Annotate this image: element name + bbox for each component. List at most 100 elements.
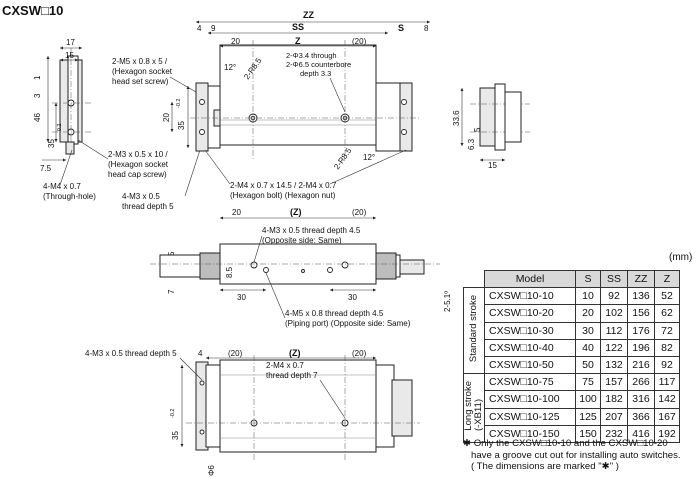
- dim-bot-p20: (20): [228, 349, 243, 358]
- dim-zz: ZZ: [303, 10, 314, 20]
- callout-m3-line2: (Hexagon socket: [108, 160, 169, 169]
- dim-46: 46: [33, 113, 42, 122]
- dim-35-tol: -0.2: [57, 124, 63, 133]
- dim-6-3: 6.3: [467, 138, 476, 150]
- top-right-bracket: [470, 83, 530, 151]
- cell-zz: 316: [627, 390, 655, 409]
- cell-ss: 122: [600, 338, 628, 357]
- cell-z: 52: [654, 287, 680, 306]
- table-header-row: Model S SS ZZ Z: [463, 269, 680, 289]
- cell-zz: 216: [627, 355, 655, 375]
- dim-1: 1: [33, 75, 42, 80]
- middle-view: 20 (Z) (20) 5 8.5 7 30 30 2-5.1º 4-M3 x …: [150, 207, 452, 328]
- cell-s: 50: [575, 355, 601, 375]
- dim-4: 4: [197, 24, 202, 33]
- dim-bot-4: 4: [198, 349, 203, 358]
- dim-33-6: 33.6: [452, 110, 461, 126]
- dim-7-5: 7.5: [40, 164, 52, 173]
- dim-20-v: 20: [162, 113, 171, 122]
- dim-35-main-tol: -0.2: [176, 99, 182, 108]
- cell-zz: 416: [627, 424, 655, 443]
- cell-ss: 157: [600, 373, 628, 392]
- dim-mid-p20: (20): [352, 208, 367, 217]
- callout-bot-m4-line2: thread depth 7: [266, 371, 318, 380]
- footnote: ✱ Only the CXSW□10-10 and the CXSW□10-20…: [463, 438, 699, 473]
- dim-bot-p20b: (20): [352, 349, 367, 358]
- table-header-ss: SS: [600, 269, 628, 289]
- cell-z: 192: [654, 424, 680, 443]
- dim-mid-20: 20: [232, 208, 241, 217]
- callout-mid-m5-line1: 4-M5 x 0.8 thread depth 4.5: [285, 309, 384, 318]
- cell-zz: 156: [627, 304, 655, 323]
- table-header-z: Z: [654, 269, 680, 289]
- cell-s: 30: [575, 321, 601, 340]
- dim-12deg-b: 12°: [363, 153, 375, 162]
- cell-s: 125: [575, 407, 601, 426]
- cell-z: 117: [654, 373, 680, 392]
- table-row: CXSW□10-50 50 132 216 92: [464, 355, 680, 375]
- cell-s: 10: [575, 287, 601, 306]
- dim-bot-35-tol: -0.2: [170, 409, 176, 418]
- cell-s: 150: [575, 424, 601, 443]
- callout-mid-m5-line2: (Piping port) (Opposite side: Same): [285, 319, 411, 328]
- dim-35: 35: [47, 139, 56, 148]
- top-view: 17 15 46 35 -0.2 1 3 7.5 2-M3 x 0.5 x 10…: [33, 10, 530, 211]
- callout-m5-line2: (Hexagon socket: [112, 67, 173, 76]
- callout-m3t-line1: 4-M3 x 0.5: [122, 192, 160, 201]
- dim-mid-5: 5: [167, 251, 176, 256]
- cell-model: CXSW□10-50: [484, 355, 576, 375]
- table-row: CXSW□10-30 30 112 176 72: [464, 321, 680, 340]
- cell-ss: 232: [600, 424, 628, 443]
- table-row: CXSW□10-100 100 182 316 142: [464, 390, 680, 409]
- callout-m5-line1: 2-M5 x 0.8 x 5 /: [112, 57, 168, 66]
- callout-mid-m3-line1: 4-M3 x 0.5 thread depth 4.5: [262, 226, 361, 235]
- cell-ss: 92: [600, 287, 628, 306]
- cell-zz: 266: [627, 373, 655, 392]
- callout-bot-m3: 4-M3 x 0.5 thread depth 5: [85, 349, 177, 358]
- cell-zz: 366: [627, 407, 655, 426]
- footnote-line1: ✱ Only the CXSW□10-10 and the CXSW□10-20: [463, 438, 668, 449]
- dimensions-table: Model S SS ZZ Z Standard stroke CXSW□10-…: [463, 269, 680, 443]
- table-header-zz: ZZ: [627, 269, 655, 289]
- drawing-title: CXSW□10: [2, 3, 63, 18]
- cell-ss: 207: [600, 407, 628, 426]
- group-long-stroke: Long stroke(-XB11): [463, 373, 485, 443]
- dim-bot-35: 35: [171, 431, 180, 440]
- cell-s: 75: [575, 373, 601, 392]
- table-row: CXSW□10-125 125 207 366 167: [464, 407, 680, 426]
- cell-s: 100: [575, 390, 601, 409]
- callout-m4-line2: (Through-hole): [43, 192, 96, 201]
- dim-5: 5: [473, 127, 482, 132]
- cell-z: 72: [654, 321, 680, 340]
- dim-15-r: 15: [488, 161, 497, 170]
- callout-bot-m4-line1: 2-M4 x 0.7: [266, 361, 304, 370]
- dim-mid-2-5-1: 2-5.1º: [443, 291, 452, 312]
- cell-s: 20: [575, 304, 601, 323]
- cell-model: CXSW□10-40: [484, 338, 576, 357]
- group-label: Standard stroke: [468, 295, 479, 363]
- callout-phi-line3: depth 3.3: [300, 69, 331, 78]
- callout-m3t-line2: thread depth 5: [122, 202, 174, 211]
- cell-z: 82: [654, 338, 680, 357]
- callout-m3-line1: 2-M3 x 0.5 x 10 /: [108, 150, 168, 159]
- dim-p20: (20): [352, 37, 367, 46]
- top-left-bracket: [52, 48, 92, 155]
- cell-model: CXSW□10-20: [484, 304, 576, 323]
- table-header-blank: [463, 270, 485, 288]
- dim-ss: SS: [292, 22, 304, 32]
- table-unit: (mm): [669, 252, 693, 263]
- dim-bot-phi6: Φ6: [207, 465, 216, 476]
- cell-z: 62: [654, 304, 680, 323]
- callout-mid-m3-line2: (Opposite side: Same): [262, 236, 342, 245]
- group-standard-stroke: Standard stroke: [463, 287, 485, 375]
- table-header-s: S: [575, 269, 601, 289]
- cell-zz: 176: [627, 321, 655, 340]
- cell-z: 142: [654, 390, 680, 409]
- footnote-line3: ( The dimensions are marked "✱" ): [471, 461, 619, 472]
- callout-m3-line3: head cap screw): [108, 170, 167, 179]
- dim-20: 20: [231, 37, 240, 46]
- cell-z: 167: [654, 407, 680, 426]
- table-header-model: Model: [484, 269, 576, 289]
- dim-35-main: 35: [177, 121, 186, 130]
